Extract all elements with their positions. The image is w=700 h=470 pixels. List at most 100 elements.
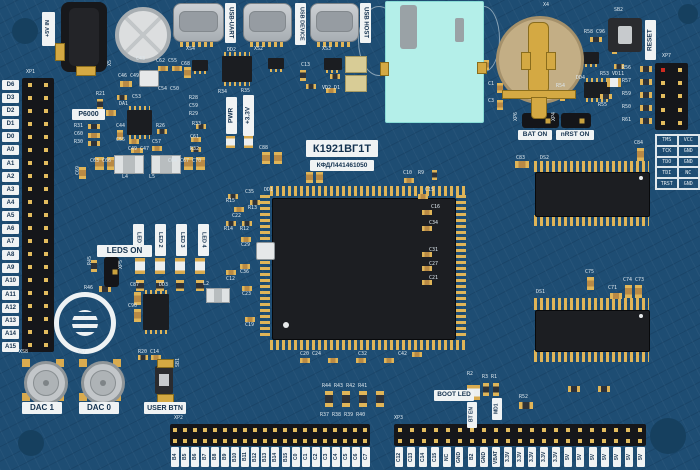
header-pin xyxy=(482,438,486,443)
refdes-label: C43 xyxy=(136,56,146,62)
pin-label: A4 xyxy=(2,197,19,208)
refdes-label: R46 xyxy=(84,285,94,291)
cap-component xyxy=(422,252,432,257)
refdes-label: C60 xyxy=(74,131,84,137)
usb-host-connector xyxy=(310,3,359,42)
cap-component xyxy=(241,237,251,242)
sot-component xyxy=(268,58,284,72)
pin-label: 5V xyxy=(564,447,573,467)
refdes-label: X5 xyxy=(107,60,113,67)
pin-label: 5V xyxy=(624,447,633,467)
refdes-label: C27 xyxy=(429,261,439,267)
pin-label: 3.3V xyxy=(515,447,524,467)
jtag-cell: GND xyxy=(677,178,699,189)
res-component xyxy=(640,66,652,72)
xp1-header xyxy=(22,78,54,352)
refdes-label: DD3 xyxy=(159,282,169,288)
mcu-pins-left xyxy=(260,192,270,336)
pin-label: B12 xyxy=(251,447,260,467)
header-pin xyxy=(661,94,666,99)
label-reset: RESET xyxy=(645,20,656,60)
usb-pads xyxy=(250,40,286,47)
refdes-label: C59 xyxy=(189,103,199,109)
header-pin xyxy=(28,343,32,348)
header-pin xyxy=(661,107,666,112)
pin-label: A10 xyxy=(2,276,19,287)
header-pin xyxy=(28,186,32,191)
mcu-pin1-dot xyxy=(283,322,289,328)
refdes-label: R14 xyxy=(224,226,234,232)
header-pin xyxy=(353,438,357,443)
header-pin xyxy=(44,95,48,100)
refdes-label: C57 xyxy=(152,139,162,145)
refdes-label: R26 xyxy=(156,123,166,129)
ic-component xyxy=(222,52,252,86)
res-component xyxy=(138,355,148,360)
dc-power-jack xyxy=(61,2,107,72)
jumper-leds-on xyxy=(104,257,119,287)
header-pin xyxy=(578,427,582,432)
refdes-label: C55 xyxy=(116,137,126,143)
res-component xyxy=(640,118,652,124)
res-component xyxy=(196,280,204,291)
header-pin xyxy=(566,438,570,443)
cap-component xyxy=(152,146,162,151)
pin-label: GND xyxy=(479,447,488,467)
header-pin xyxy=(542,427,546,432)
ds2-pins xyxy=(534,215,649,226)
header-pin xyxy=(482,427,486,432)
refdes-label: XP6 xyxy=(513,112,519,122)
pin-label: B4 xyxy=(171,447,179,467)
refdes-label: C88 xyxy=(259,145,269,151)
pin-label: LED 3 xyxy=(176,224,188,256)
tant-component xyxy=(345,75,367,92)
refdes-label: DD4 xyxy=(576,75,586,81)
refdes-label: R35 xyxy=(241,88,251,94)
label-bat-on: BAT ON xyxy=(518,130,552,140)
jtag-cell: TRST xyxy=(656,178,678,189)
pin-label: C4 xyxy=(331,447,340,467)
board-hole xyxy=(18,430,44,456)
refdes-label: C29 xyxy=(241,242,251,248)
refdes-label: XS8 xyxy=(19,349,29,355)
refdes-label: C46 C49 xyxy=(118,73,140,79)
ethernet-jack xyxy=(385,1,484,123)
header-pin xyxy=(44,330,48,335)
ds1-pins xyxy=(534,298,649,310)
refdes-label: XP5 xyxy=(118,260,124,270)
led-component xyxy=(607,78,621,87)
refdes-label: C74 C73 xyxy=(623,277,645,283)
pin-label: D6 xyxy=(2,80,19,90)
header-pin xyxy=(343,438,347,443)
pin-label: A11 xyxy=(2,289,19,300)
res-component xyxy=(483,383,489,396)
dac-pad xyxy=(56,359,64,367)
cap-component xyxy=(422,210,432,215)
label-dac0: DAC 0 xyxy=(79,402,119,414)
pin-label: B9 xyxy=(221,447,230,467)
refdes-label: R20 C14 xyxy=(138,349,160,355)
header-pin xyxy=(661,121,666,126)
header-pin xyxy=(44,317,48,322)
cap-component xyxy=(356,358,366,363)
header-pin xyxy=(243,438,247,443)
cap-component xyxy=(131,148,143,153)
tant-component xyxy=(345,56,367,73)
refdes-label: C44 xyxy=(116,123,126,129)
cap-component xyxy=(422,280,432,285)
header-pin xyxy=(44,212,48,217)
header-pin xyxy=(398,438,402,443)
cap-component xyxy=(107,157,116,170)
cap-component xyxy=(196,157,205,170)
header-pin xyxy=(44,160,48,165)
header-pin xyxy=(28,226,32,231)
header-pin xyxy=(661,67,666,72)
pin-label: C5 xyxy=(341,447,350,467)
usb-device-connector xyxy=(243,3,292,42)
board-hole xyxy=(12,18,38,44)
header-pin xyxy=(323,427,327,432)
refdes-label: C69 xyxy=(75,166,81,176)
refdes-label: C75 xyxy=(585,269,595,275)
